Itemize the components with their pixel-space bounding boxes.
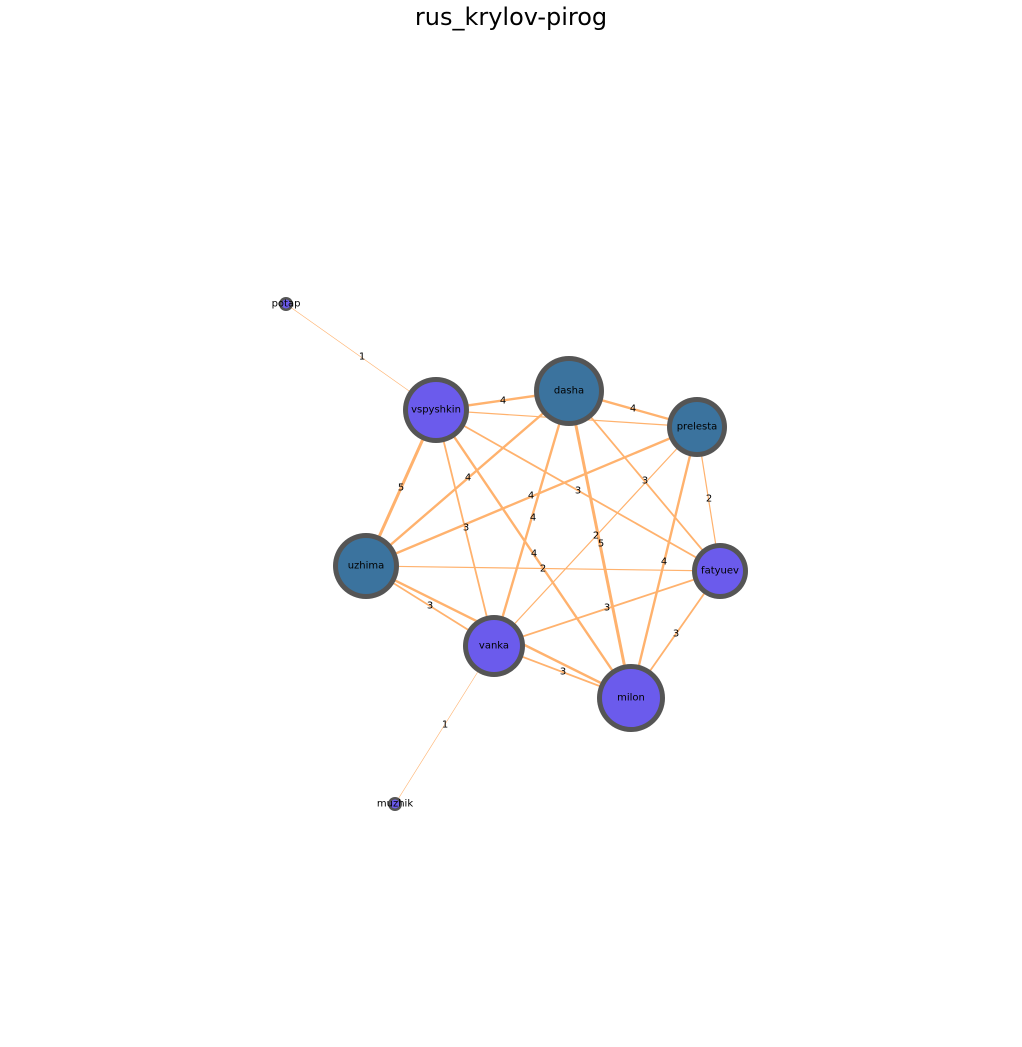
edge-label-vanka-milon: 3 [560,667,566,678]
node-muzhik: muzhik [377,797,413,811]
edge-labels-layer: 1445443323445242343331 [359,352,712,731]
edge-vspyshkin-milon [434,408,633,700]
node-uzhima: uzhima [333,533,399,599]
edge-label-vspyshkin-vanka: 3 [463,523,469,534]
node-fill-muzhik [390,799,400,809]
edge-vspyshkin-vanka [435,409,495,647]
node-label-potap: potap [272,299,301,310]
edge-label-uzhima-dasha: 4 [465,473,471,484]
node-potap: potap [272,297,301,311]
edge-label-dasha-prelesta: 4 [630,404,636,415]
node-fill-prelesta [672,402,722,452]
node-label-fatyuev: fatyuev [701,566,739,577]
edge-label-prelesta-vanka: 2 [593,531,599,542]
edge-label-vspyshkin-uzhima: 5 [398,483,404,494]
edge-label-uzhima-prelesta: 4 [528,491,534,502]
edge-uzhima-dasha [364,389,571,568]
node-label-dasha: dasha [554,386,584,397]
nodes-layer: potap vspyshkin dasha prelesta uzhima fatyuev… [272,297,748,811]
page-title: rus_krylov-pirog [414,3,608,31]
node-fill-uzhima [338,538,394,594]
edge-label-vanka-muzhik: 1 [442,720,448,731]
node-label-vspyshkin: vspyshkin [411,405,461,416]
node-milon: milon [597,664,665,732]
edge-label-fatyuev-milon: 3 [673,629,679,640]
edge-vspyshkin-fatyuev [435,409,721,572]
edge-label-dasha-fatyuev: 3 [642,476,648,487]
node-vspyshkin: vspyshkin [403,377,469,443]
node-label-muzhik: muzhik [377,799,413,810]
node-fill-potap [281,299,291,309]
edge-label-vspyshkin-dasha: 4 [500,396,506,407]
node-fill-milon [602,669,660,727]
edge-vanka-muzhik [394,645,495,805]
edge-dasha-fatyuev [568,390,721,572]
edge-label-vspyshkin-fatyuev: 3 [575,486,581,497]
node-fill-vanka [468,620,520,672]
edge-prelesta-milon [629,425,699,700]
node-dasha: dasha [534,356,604,426]
edge-dasha-milon [567,389,633,700]
edge-label-dasha-vanka: 4 [530,513,536,524]
edge-label-prelesta-milon: 4 [661,557,667,568]
node-label-uzhima: uzhima [348,561,385,572]
edge-label-vanka-fatyuev: 3 [604,603,610,614]
node-label-milon: milon [617,693,645,704]
node-label-vanka: vanka [479,641,509,652]
node-prelesta: prelesta [667,397,727,457]
edge-label-prelesta-fatyuev: 2 [706,494,712,505]
edge-label-dasha-milon: 5 [598,539,604,550]
edge-label-vspyshkin-milon: 4 [531,549,537,560]
edge-label-uzhima-vanka: 3 [427,601,433,612]
node-fill-dasha [539,361,599,421]
edge-label-potap-vspyshkin: 1 [359,352,365,363]
node-fill-fatyuev [697,548,743,594]
node-label-prelesta: prelesta [677,422,718,433]
node-vanka: vanka [463,615,525,677]
node-fatyuev: fatyuev [692,543,748,599]
edge-label-uzhima-fatyuev: 2 [540,564,546,575]
node-fill-vspyshkin [408,382,464,438]
edge-uzhima-fatyuev [365,565,721,572]
edge-dasha-vanka [492,389,571,648]
edge-vanka-fatyuev [493,570,721,647]
edge-prelesta-vanka [493,426,698,647]
edge-uzhima-prelesta [364,425,699,568]
